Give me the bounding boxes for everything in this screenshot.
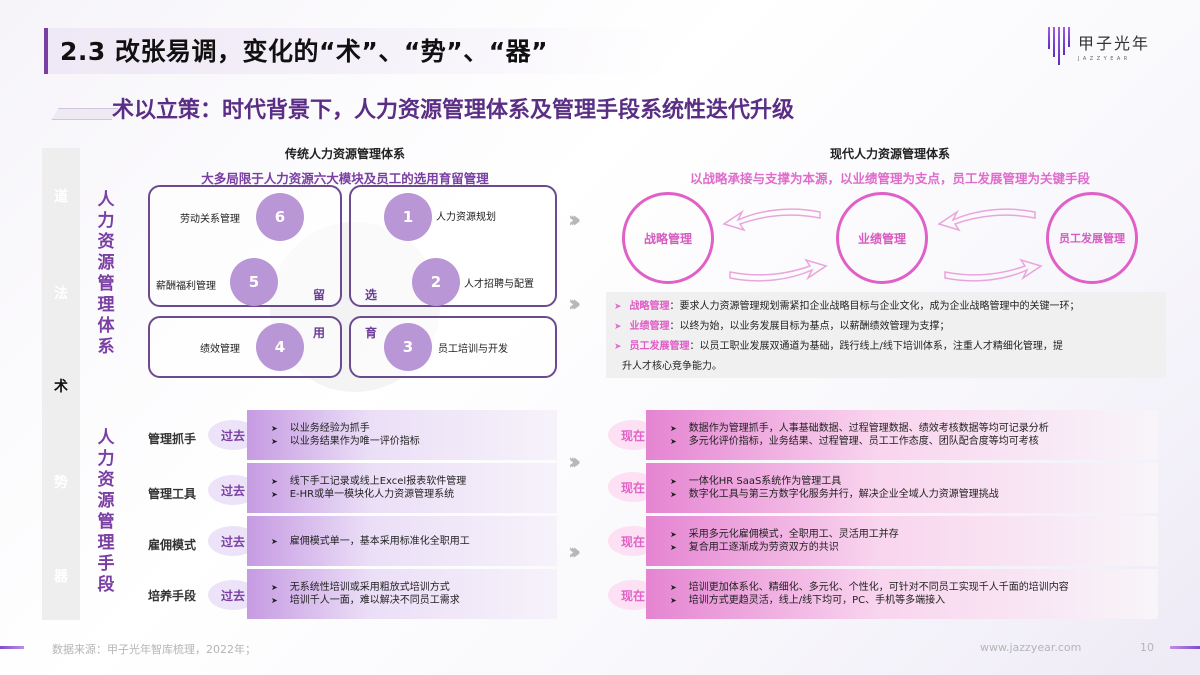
module-box-top-right bbox=[349, 185, 557, 307]
data-source: 数据来源：甲子光年智库梳理，2022年； bbox=[52, 643, 256, 656]
modern-subheading: 以战略承接与支撑为本源，以业绩管理为支点，员工发展管理为关键手段 bbox=[689, 171, 1090, 186]
module-number-5: 5 bbox=[230, 258, 278, 306]
row-label: 管理抓手 bbox=[148, 432, 197, 446]
page-title: 2.3 改张易调，变化的“术”、“势”、“器” bbox=[60, 37, 549, 66]
rail-item-qi: 器 bbox=[54, 569, 68, 585]
past-content: ➤雇佣模式单一，基本采用标准化全职用工 bbox=[247, 516, 557, 566]
past-content: ➤无系统性培训或采用粗放式培训方式 ➤培训千人一面，难以解决不同员工需求 bbox=[247, 569, 557, 619]
description-development-cont: 升人才核心竞争能力。 bbox=[622, 361, 722, 372]
module-number-1: 1 bbox=[384, 193, 432, 241]
module-number-4: 4 bbox=[256, 323, 304, 371]
module-box-bottom-left bbox=[148, 316, 342, 378]
now-content: ➤采用多元化雇佣模式，全职用工、灵活用工并存 ➤复合用工逐渐成为劳资双方的共识 bbox=[646, 516, 1158, 566]
rail-item-dao: 道 bbox=[54, 189, 68, 205]
module-label-2: 人才招聘与配置 bbox=[464, 279, 534, 290]
subtitle-decoration bbox=[51, 108, 119, 120]
rail-item-shu: 术 bbox=[54, 379, 68, 395]
logo-name: 甲子光年 bbox=[1078, 34, 1151, 53]
now-content: ➤一体化HR SaaS系统作为管理工具 ➤数字化工具与第三方数字化服务并行，解决… bbox=[646, 463, 1158, 513]
footer-accent-right bbox=[1170, 646, 1200, 649]
description-performance: ➤业绩管理：以终为始，以业务发展目标为基点，以薪酬绩效管理为支撑； bbox=[614, 321, 950, 332]
module-box-bottom-right bbox=[349, 316, 557, 378]
module-label-4: 绩效管理 bbox=[200, 344, 240, 355]
circle-development: 员工发展管理 bbox=[1046, 192, 1138, 284]
traditional-subheading: 大多局限于人力资源六大模块及员工的选用育留管理 bbox=[201, 171, 489, 186]
module-label-6: 劳动关系管理 bbox=[180, 214, 240, 225]
modern-heading: 现代人力资源管理体系 bbox=[829, 147, 950, 161]
now-content: ➤培训更加体系化、精细化、多元化、个性化，可针对不同员工实现千人千面的培训内容 … bbox=[646, 569, 1158, 619]
module-number-2: 2 bbox=[412, 258, 460, 306]
row-label: 管理工具 bbox=[148, 487, 197, 501]
past-content: ➤以业务经验为抓手 ➤以业务结果作为唯一评价指标 bbox=[247, 410, 557, 460]
quadrant-xuan: 选 bbox=[365, 288, 378, 302]
page-number: 10 bbox=[1140, 641, 1154, 654]
category-rail: 道 法 术 势 器 bbox=[42, 148, 80, 620]
module-number-3: 3 bbox=[384, 323, 432, 371]
vertical-label-means: 人力资源管理手段 bbox=[97, 428, 115, 595]
row-label: 培养手段 bbox=[148, 589, 197, 603]
chevron-right-icon: ››› bbox=[568, 450, 581, 475]
description-development: ➤员工发展管理：以员工职业发展双通道为基础，践行线上/线下培训体系，注重人才精细… bbox=[614, 341, 1063, 352]
module-label-5: 薪酬福利管理 bbox=[156, 281, 216, 292]
modern-description-box: ➤战略管理：要求人力资源管理规划需紧扣企业战略目标与企业文化，成为企业战略管理中… bbox=[606, 292, 1166, 378]
cycle-arrows-icon bbox=[937, 208, 1043, 282]
logo-bars-icon bbox=[1048, 27, 1070, 65]
website-link[interactable]: www.jazzyear.com bbox=[980, 641, 1082, 654]
logo-english: JAZZYEAR bbox=[1078, 56, 1131, 62]
page-subtitle: 术以立策：时代背景下，人力资源管理体系及管理手段系统性迭代升级 bbox=[112, 98, 795, 123]
vertical-label-system: 人力资源管理体系 bbox=[97, 190, 115, 357]
row-label: 雇佣模式 bbox=[148, 538, 197, 552]
cycle-arrows-icon bbox=[722, 208, 828, 282]
rail-item-fa: 法 bbox=[54, 286, 68, 302]
circle-performance: 业绩管理 bbox=[836, 192, 928, 284]
chevron-right-icon: ››› bbox=[568, 292, 581, 317]
chevron-right-icon: ››› bbox=[568, 208, 581, 233]
quadrant-liu: 留 bbox=[313, 288, 326, 302]
traditional-heading: 传统人力资源管理体系 bbox=[284, 147, 405, 161]
quadrant-yong: 用 bbox=[313, 326, 326, 340]
module-label-1: 人力资源规划 bbox=[436, 212, 496, 223]
circle-strategy: 战略管理 bbox=[622, 192, 714, 284]
footer-accent-left bbox=[0, 646, 24, 649]
module-number-6: 6 bbox=[256, 193, 304, 241]
description-strategy: ➤战略管理：要求人力资源管理规划需紧扣企业战略目标与企业文化，成为企业战略管理中… bbox=[614, 301, 1080, 312]
chevron-right-icon: ››› bbox=[568, 540, 581, 565]
module-label-3: 员工培训与开发 bbox=[438, 344, 508, 355]
title-bar bbox=[44, 28, 664, 74]
brand-logo: 甲子光年 JAZZYEAR bbox=[1048, 26, 1168, 66]
quadrant-yu: 育 bbox=[365, 326, 378, 340]
now-content: ➤数据作为管理抓手，人事基础数据、过程管理数据、绩效考核数据等均可记录分析 ➤多… bbox=[646, 410, 1158, 460]
rail-item-shi: 势 bbox=[54, 475, 68, 491]
past-content: ➤线下手工记录或线上Excel报表软件管理 ➤E-HR或单一模块化人力资源管理系… bbox=[247, 463, 557, 513]
